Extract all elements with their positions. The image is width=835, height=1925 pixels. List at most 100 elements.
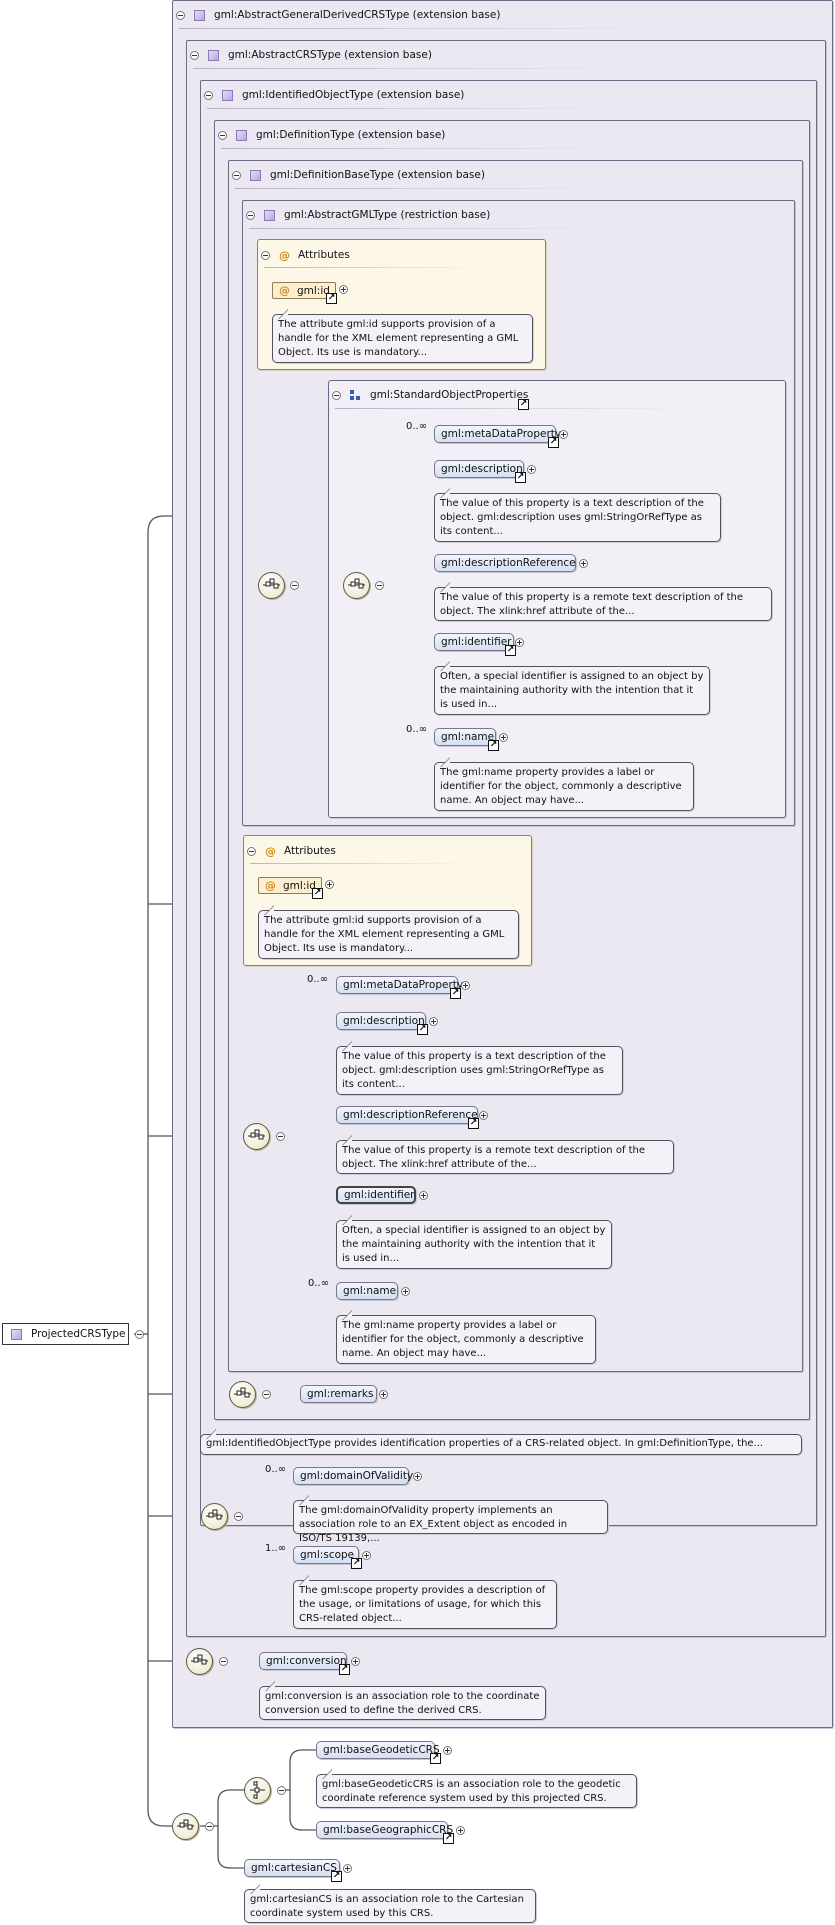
element-descriptionreference[interactable]: gml:descriptionReference	[336, 1106, 478, 1124]
attributes-label: Attributes	[284, 845, 336, 857]
occurrence-label: 1..∞	[265, 1543, 287, 1554]
collapse-icon[interactable]	[204, 90, 213, 100]
collapse-icon[interactable]	[176, 10, 185, 20]
expand-icon[interactable]	[479, 1111, 488, 1120]
element-basegeodeticcrs[interactable]: gml:baseGeodeticCRS	[316, 1741, 440, 1759]
choice-compositor-icon[interactable]	[244, 1777, 271, 1804]
type-label: gml:AbstractGMLType (restriction base)	[284, 209, 491, 221]
sequence-compositor-icon[interactable]	[258, 572, 285, 599]
collapse-icon[interactable]	[135, 1330, 144, 1339]
documentation-note: The attribute gml:id supports provision …	[272, 314, 533, 363]
sequence-compositor-icon[interactable]	[172, 1813, 199, 1840]
collapse-icon[interactable]	[261, 250, 270, 260]
expand-icon[interactable]	[379, 1390, 388, 1399]
link-arrow-icon[interactable]: ↗	[331, 1871, 342, 1882]
projected-crs-type-root[interactable]: ProjectedCRSType	[2, 1323, 129, 1345]
element-description[interactable]: gml:description	[336, 1012, 426, 1030]
documentation-note: gml:cartesianCS is an association role t…	[244, 1889, 536, 1923]
documentation-note: Often, a special identifier is assigned …	[336, 1220, 612, 1269]
documentation-note: The attribute gml:id supports provision …	[258, 910, 519, 959]
element-descriptionreference[interactable]: gml:descriptionReference	[434, 554, 576, 572]
element-scope[interactable]: gml:scope	[293, 1546, 359, 1564]
link-arrow-icon[interactable]: ↗	[548, 437, 559, 448]
expand-icon[interactable]	[443, 1746, 452, 1755]
expand-icon[interactable]	[401, 1287, 410, 1296]
element-name[interactable]: gml:name	[434, 728, 496, 746]
complex-type-icon	[222, 89, 233, 101]
element-metadataproperty[interactable]: gml:metaDataProperty	[336, 976, 463, 994]
element-metadataproperty[interactable]: gml:metaDataProperty	[434, 425, 561, 443]
collapse-icon[interactable]	[262, 1390, 271, 1399]
expand-icon[interactable]	[413, 1472, 422, 1481]
expand-icon[interactable]	[499, 733, 508, 742]
element-domainofvalidity[interactable]: gml:domainOfValidity	[293, 1467, 413, 1485]
link-arrow-icon[interactable]: ↗	[505, 645, 516, 656]
collapse-icon[interactable]	[290, 581, 299, 590]
expand-icon[interactable]	[351, 1657, 360, 1666]
collapse-icon[interactable]	[246, 210, 255, 220]
expand-icon[interactable]	[339, 285, 348, 294]
link-arrow-icon[interactable]: ↗	[339, 1664, 350, 1675]
sequence-compositor-icon[interactable]	[343, 572, 370, 599]
gml-id-attribute[interactable]: @ gml:id	[272, 282, 336, 299]
element-conversion[interactable]: gml:conversion	[259, 1652, 347, 1670]
expand-icon[interactable]	[461, 981, 470, 990]
group-icon	[350, 390, 360, 400]
collapse-icon[interactable]	[276, 1132, 285, 1141]
sequence-compositor-icon[interactable]	[201, 1503, 228, 1530]
expand-icon[interactable]	[429, 1017, 438, 1026]
link-arrow-icon[interactable]: ↗	[312, 888, 323, 899]
gml-id-attribute[interactable]: @ gml:id	[258, 877, 322, 894]
attribute-icon: @	[279, 284, 290, 297]
occurrence-label: 0..∞	[406, 724, 428, 735]
expand-icon[interactable]	[579, 559, 588, 568]
documentation-note: Often, a special identifier is assigned …	[434, 666, 710, 715]
documentation-note: The gml:name property provides a label o…	[434, 762, 694, 811]
element-name[interactable]: gml:name	[336, 1282, 398, 1300]
collapse-icon[interactable]	[232, 170, 241, 180]
element-cartesiancs[interactable]: gml:cartesianCS	[244, 1859, 340, 1877]
collapse-icon[interactable]	[375, 581, 384, 590]
collapse-icon[interactable]	[205, 1822, 214, 1831]
link-arrow-icon[interactable]: ↗	[326, 293, 337, 304]
collapse-icon[interactable]	[247, 846, 256, 856]
link-arrow-icon[interactable]: ↗	[443, 1833, 454, 1844]
expand-icon[interactable]	[362, 1551, 371, 1560]
link-arrow-icon[interactable]: ↗	[351, 1558, 362, 1569]
sequence-compositor-icon[interactable]	[243, 1123, 270, 1150]
link-arrow-icon[interactable]: ↗	[430, 1753, 441, 1764]
element-basegeographiccrs[interactable]: gml:baseGeographicCRS	[316, 1821, 453, 1839]
expand-icon[interactable]	[456, 1826, 465, 1835]
expand-icon[interactable]	[343, 1864, 352, 1873]
collapse-icon[interactable]	[219, 1657, 228, 1666]
type-label: gml:AbstractCRSType (extension base)	[228, 49, 432, 61]
attributes-label: Attributes	[298, 249, 350, 261]
attribute-icon: @	[265, 879, 276, 892]
complex-type-icon	[208, 49, 219, 61]
collapse-icon[interactable]	[277, 1786, 286, 1795]
sequence-compositor-icon[interactable]	[229, 1381, 256, 1408]
link-arrow-icon[interactable]: ↗	[468, 1118, 479, 1129]
link-arrow-icon[interactable]: ↗	[450, 988, 461, 999]
link-arrow-icon[interactable]: ↗	[515, 472, 526, 483]
link-arrow-icon[interactable]: ↗	[518, 399, 529, 410]
collapse-icon[interactable]	[332, 390, 341, 400]
element-remarks[interactable]: gml:remarks	[300, 1385, 377, 1403]
collapse-icon[interactable]	[234, 1512, 243, 1521]
sequence-compositor-icon[interactable]	[186, 1648, 213, 1675]
expand-icon[interactable]	[419, 1191, 428, 1200]
link-arrow-icon[interactable]: ↗	[417, 1024, 428, 1035]
element-description[interactable]: gml:description	[434, 460, 524, 478]
expand-icon[interactable]	[325, 880, 334, 889]
link-arrow-icon[interactable]: ↗	[488, 740, 499, 751]
collapse-icon[interactable]	[190, 50, 199, 60]
documentation-note: The value of this property is a text des…	[434, 493, 721, 542]
element-identifier[interactable]: gml:identifier	[336, 1186, 416, 1204]
complex-type-icon	[250, 169, 261, 181]
expand-icon[interactable]	[559, 430, 568, 439]
occurrence-label: 0..∞	[406, 421, 428, 432]
expand-icon[interactable]	[515, 638, 524, 647]
expand-icon[interactable]	[527, 465, 536, 474]
element-identifier[interactable]: gml:identifier	[434, 633, 514, 651]
collapse-icon[interactable]	[218, 130, 227, 140]
